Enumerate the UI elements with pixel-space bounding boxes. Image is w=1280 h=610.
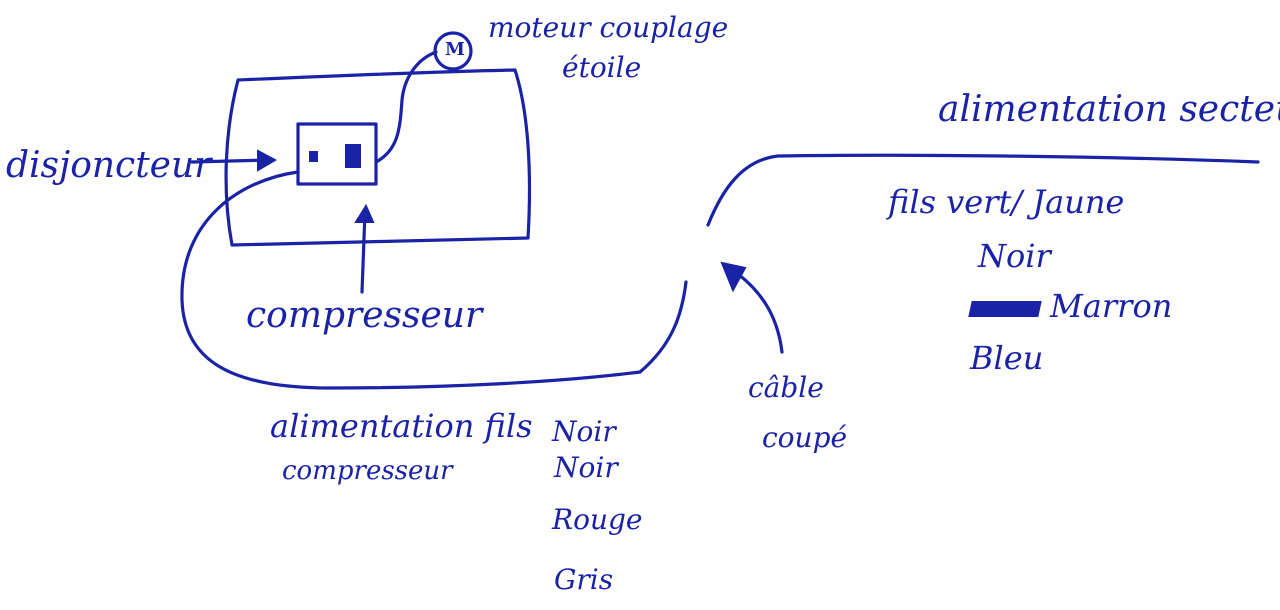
compressor-wire-noir-2: Noir: [554, 451, 618, 484]
compressor-wire-gris: Gris: [554, 563, 614, 596]
mains-wire-marron: Marron: [1050, 287, 1173, 325]
cut-cable-arrow-head: [720, 261, 747, 293]
label-motor-line2: étoile: [562, 51, 642, 84]
label-motor-line1: moteur couplage: [488, 11, 729, 44]
mains-wire-marron-row: Marron: [968, 287, 1173, 325]
scribbled-word: [968, 300, 1042, 317]
mains-wire-noir: Noir: [978, 237, 1051, 275]
label-alimentation-fils: alimentation fils: [270, 407, 533, 445]
cut-cable-arrow-line: [736, 272, 784, 354]
motor-wire: [374, 50, 438, 164]
breaker-arrow-head: [257, 149, 278, 172]
label-disjoncteur: disjoncteur: [6, 145, 212, 186]
label-alimentation-secteur: alimentation secteur: [938, 89, 1280, 130]
circuit-breaker-box: [296, 122, 378, 186]
mains-supply-cable: [706, 153, 1260, 227]
mains-wires-title: fils vert/ Jaune: [888, 183, 1125, 221]
breaker-switch-right: [345, 144, 361, 168]
breaker-dot-left: [309, 151, 318, 162]
motor-symbol: M: [445, 39, 465, 60]
compressor-supply-cable: [180, 170, 688, 390]
label-coupe: coupé: [762, 421, 848, 454]
label-compresseur: compresseur: [246, 295, 483, 336]
label-compresseur-small: compresseur: [282, 456, 453, 486]
breaker-arrow-line: [190, 158, 270, 164]
compressor-arrow-line: [360, 210, 367, 294]
compressor-wire-noir-1: Noir: [552, 415, 616, 448]
compressor-wire-rouge: Rouge: [552, 503, 643, 536]
compressor-arrow-head: [354, 203, 375, 223]
mains-wire-bleu: Bleu: [970, 339, 1044, 377]
label-cable: câble: [748, 371, 824, 404]
